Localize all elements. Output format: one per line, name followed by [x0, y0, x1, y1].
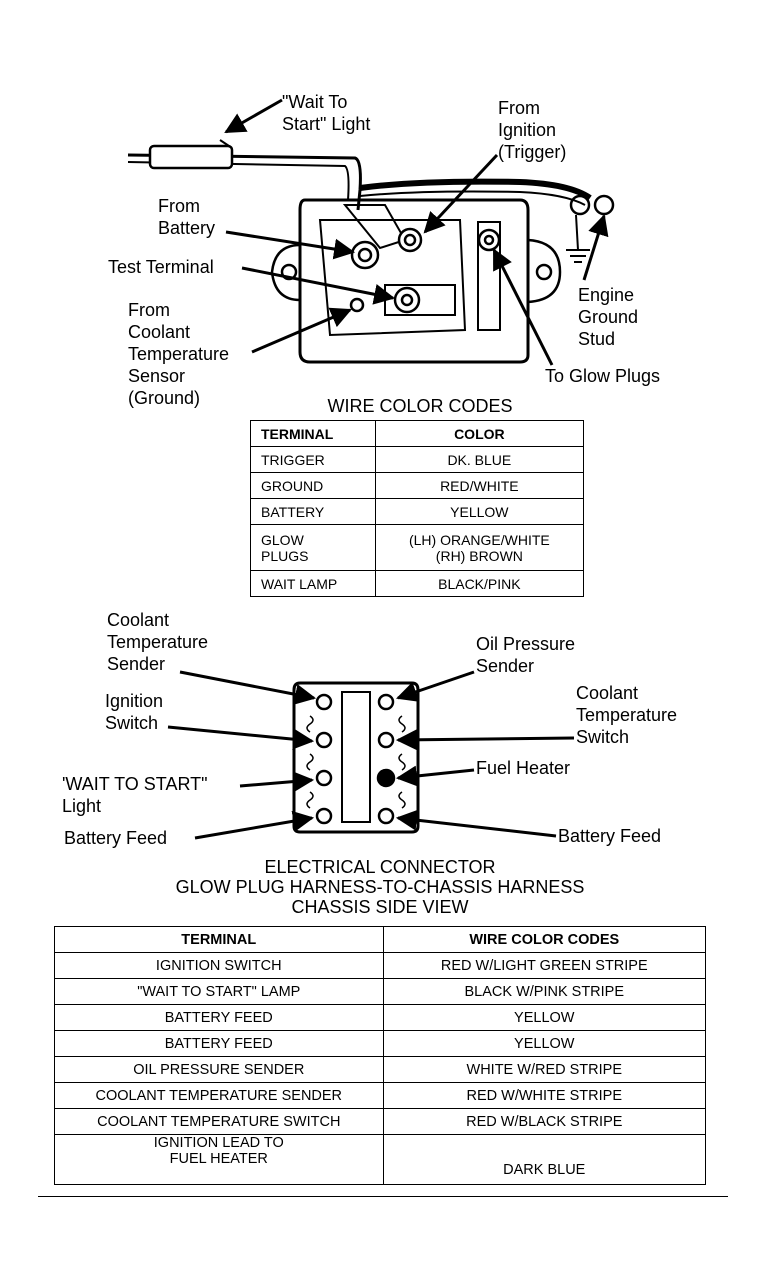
table-row: COOLANT TEMPERATURE SWITCH RED W/BLACK S…: [54, 1108, 707, 1135]
cell-terminal: COOLANT TEMPERATURE SWITCH: [54, 1108, 384, 1135]
table-row: WAIT LAMP BLACK/PINK: [250, 570, 585, 597]
connector-title: ELECTRICAL CONNECTOR GLOW PLUG HARNESS-T…: [175, 857, 585, 917]
label-ignition-switch: Ignition Switch: [105, 691, 164, 733]
table-row: BATTERY FEED YELLOW: [54, 1004, 707, 1031]
table-row: "WAIT TO START" LAMP BLACK W/PINK STRIPE: [54, 978, 707, 1005]
table-row: COOLANT TEMPERATURE SENDER RED W/WHITE S…: [54, 1082, 707, 1109]
wire-connector-sleeve: [148, 144, 234, 170]
wire-color-codes-title: WIRE COLOR CODES: [327, 396, 513, 416]
bottom-rule: [38, 1196, 728, 1197]
label-wait-to-start-light: "Wait To Start" Light: [282, 92, 371, 134]
cell-terminal: GLOW PLUGS: [250, 524, 376, 571]
label-battery-feed-right: Battery Feed: [558, 826, 662, 846]
table-row: IGNITION LEAD TO FUEL HEATER DARK BLUE: [54, 1134, 707, 1185]
cell-terminal: COOLANT TEMPERATURE SENDER: [54, 1082, 384, 1109]
table-row: TRIGGER DK. BLUE: [250, 446, 585, 473]
cell-color: RED/WHITE: [374, 472, 585, 499]
connector-leader-lines: [167, 670, 575, 840]
label-engine-ground-stud: Engine Ground Stud: [578, 285, 639, 349]
connector-color-table: TERMINAL WIRE COLOR CODES IGNITION SWITC…: [54, 926, 707, 1185]
cell-terminal: GROUND: [250, 472, 376, 499]
cell-wire-color: RED W/WHITE STRIPE: [382, 1082, 707, 1109]
cell-terminal: IGNITION SWITCH: [54, 952, 384, 979]
cell-terminal: IGNITION LEAD TO FUEL HEATER: [54, 1134, 384, 1185]
cell-wire-color: YELLOW: [382, 1004, 707, 1031]
cell-terminal: OIL PRESSURE SENDER: [54, 1056, 384, 1083]
cell-color: DK. BLUE: [374, 446, 585, 473]
header-color: COLOR: [374, 420, 585, 447]
table-row: IGNITION SWITCH RED W/LIGHT GREEN STRIPE: [54, 952, 707, 979]
label-test-terminal: Test Terminal: [108, 257, 214, 277]
table-row: BATTERY YELLOW: [250, 498, 585, 525]
wire-color-table: TERMINAL COLOR TRIGGER DK. BLUE GROUND R…: [250, 420, 585, 597]
label-wait-to-start-connector: 'WAIT TO START" Light: [62, 774, 208, 816]
label-to-glow-plugs: To Glow Plugs: [545, 366, 661, 386]
cell-wire-color: YELLOW: [382, 1030, 707, 1057]
cell-terminal: "WAIT TO START" LAMP: [54, 978, 384, 1005]
label-from-battery: From Battery: [158, 196, 216, 238]
cell-wire-color: WHITE W/RED STRIPE: [382, 1056, 707, 1083]
header-wire-color-codes: WIRE COLOR CODES: [382, 926, 707, 953]
table-row: GLOW PLUGS (LH) ORANGE/WHITE (RH) BROWN: [250, 524, 585, 571]
label-coolant-temp-sender: Coolant Temperature Sender: [107, 610, 209, 674]
cell-terminal: BATTERY FEED: [54, 1030, 384, 1057]
controller-housing: [298, 198, 530, 364]
label-oil-pressure-sender: Oil Pressure Sender: [476, 634, 576, 676]
label-coolant-temp-switch: Coolant Temperature Switch: [576, 683, 678, 747]
cell-terminal: BATTERY: [250, 498, 376, 525]
cell-wire-color: RED W/BLACK STRIPE: [382, 1108, 707, 1135]
cell-terminal: TRIGGER: [250, 446, 376, 473]
table-header-row: TERMINAL COLOR: [250, 420, 585, 447]
header-terminal: TERMINAL: [250, 420, 376, 447]
glow-plug-controller: [127, 139, 615, 364]
top-leader-lines: [224, 98, 609, 366]
cell-color: (LH) ORANGE/WHITE (RH) BROWN: [374, 524, 585, 571]
cell-wire-color: DARK BLUE: [382, 1134, 707, 1185]
label-battery-feed-left: Battery Feed: [64, 828, 168, 848]
label-fuel-heater: Fuel Heater: [476, 758, 571, 778]
table-row: BATTERY FEED YELLOW: [54, 1030, 707, 1057]
table-header-row: TERMINAL WIRE COLOR CODES: [54, 926, 707, 953]
cell-terminal: BATTERY FEED: [54, 1004, 384, 1031]
cell-wire-color: RED W/LIGHT GREEN STRIPE: [382, 952, 707, 979]
cell-terminal: WAIT LAMP: [250, 570, 376, 597]
label-from-coolant-sensor: From Coolant Temperature Sensor (Ground): [128, 300, 230, 408]
label-from-ignition: From Ignition (Trigger): [498, 98, 567, 162]
header-terminal: TERMINAL: [54, 926, 384, 953]
engine-ground-ring: [569, 194, 591, 216]
cell-wire-color: BLACK W/PINK STRIPE: [382, 978, 707, 1005]
table-row: GROUND RED/WHITE: [250, 472, 585, 499]
electrical-connector: [292, 681, 420, 834]
cell-color: YELLOW: [374, 498, 585, 525]
table-row: OIL PRESSURE SENDER WHITE W/RED STRIPE: [54, 1056, 707, 1083]
cell-color: BLACK/PINK: [374, 570, 585, 597]
